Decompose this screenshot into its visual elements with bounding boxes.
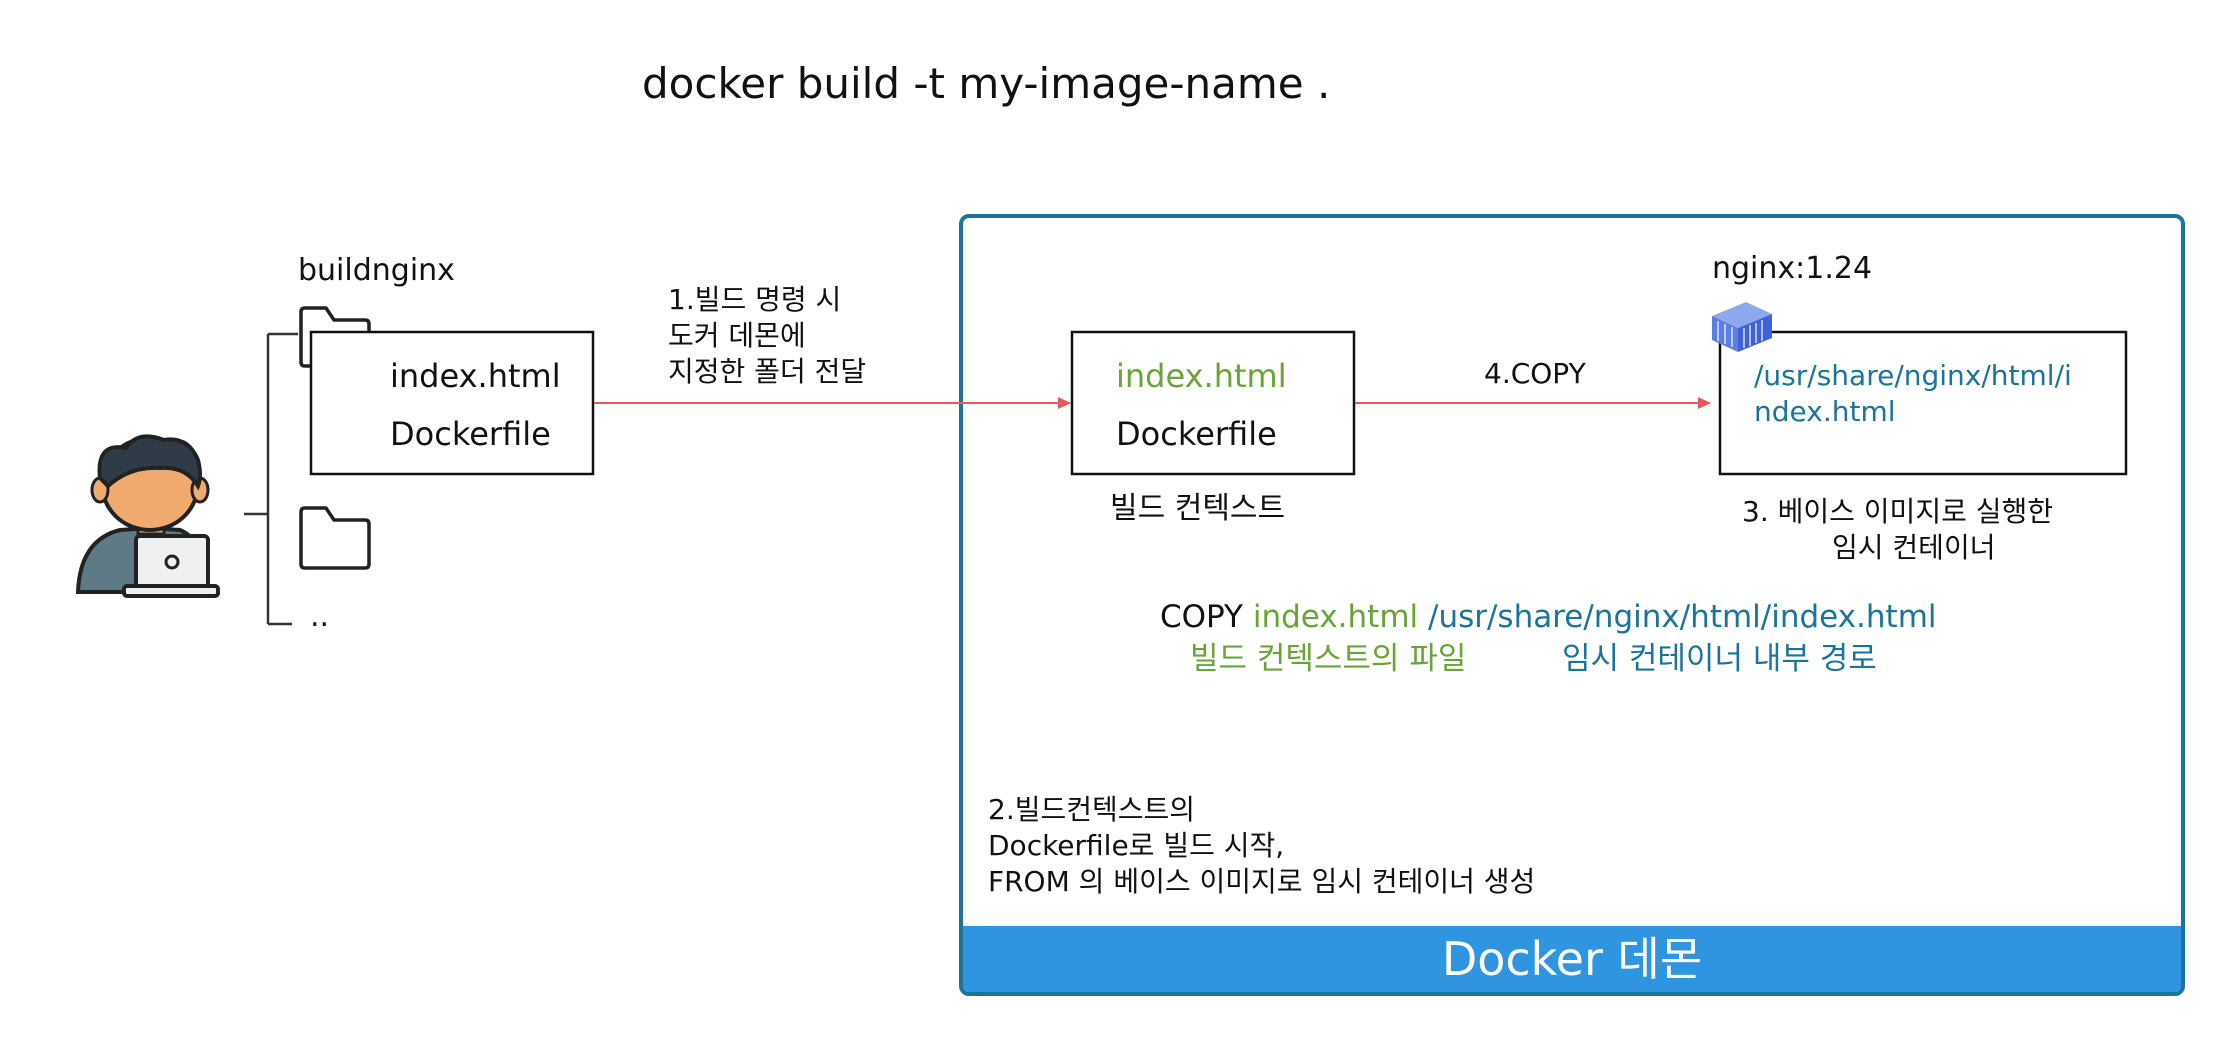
file-index-html: index.html [390,357,561,395]
context-file-dockerfile: Dockerfile [1116,415,1277,453]
step2-line3: FROM 의 베이스 이미지로 임시 컨테이너 생성 [988,865,1536,898]
arrow1-label-line3: 지정한 폴더 전달 [668,355,867,388]
container-caption-line2: 임시 컨테이너 [1832,531,1996,564]
arrow-copy-label: 4.COPY [1484,357,1586,390]
folder-icon [299,506,371,570]
container-caption-line1: 3. 베이스 이미지로 실행한 [1742,495,2054,528]
copy-source: index.html [1252,599,1419,635]
parent-dir-entry: .. [310,599,330,634]
docker-build-command: docker build -t my-image-name . [642,59,1331,108]
copy-source-note: 빌드 컨텍스트의 파일 [1190,641,1467,677]
step2-line2: Dockerfile로 빌드 시작, [988,829,1285,862]
docker-daemon-label: Docker 데몬 [1441,932,1703,986]
temp-container-box [1718,330,2128,476]
buildnginx-folder-name: buildnginx [298,253,455,288]
build-context-caption: 빌드 컨텍스트 [1110,491,1286,526]
arrow1-label-line1: 1.빌드 명령 시 [668,283,842,316]
file-dockerfile: Dockerfile [390,415,551,453]
folder-tree-lines [244,332,298,626]
base-image-name: nginx:1.24 [1712,251,1873,286]
copy-destination-note: 임시 컨테이너 내부 경로 [1562,641,1877,677]
step2-line1: 2.빌드컨텍스트의 [988,793,1196,826]
buildnginx-folder-box [309,330,595,476]
arrow1-label-line2: 도커 데몬에 [668,319,806,352]
container-path-line2: ndex.html [1754,395,1896,428]
developer-icon [75,434,220,598]
context-file-index-html: index.html [1116,357,1287,395]
copy-keyword: COPY [1160,599,1243,635]
container-icon [1712,302,1772,352]
copy-instruction: COPY index.html /usr/share/nginx/html/in… [1160,599,1937,636]
container-path-line1: /usr/share/nginx/html/i [1754,359,2072,392]
docker-daemon-bar [963,926,2181,992]
build-context-box [1070,330,1356,476]
copy-destination: /usr/share/nginx/html/index.html [1428,599,1937,635]
